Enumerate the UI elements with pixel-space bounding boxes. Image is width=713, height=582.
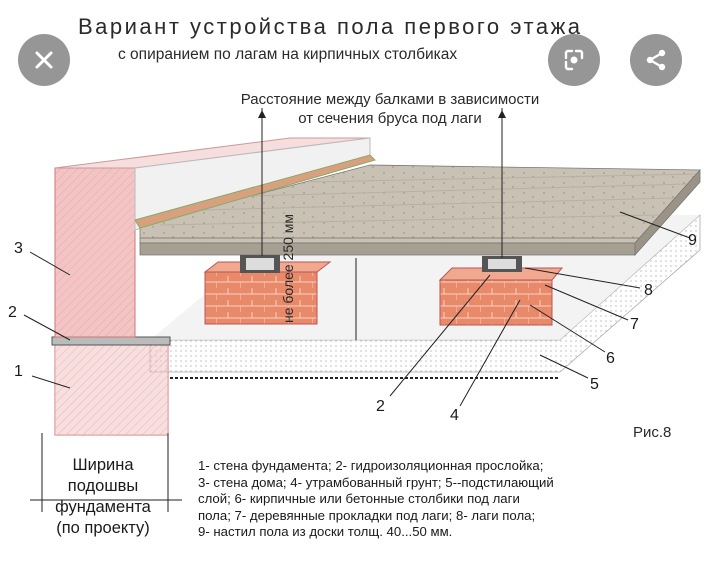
brick-pier-right xyxy=(439,279,553,326)
callout-2b: 2 xyxy=(376,398,385,415)
width-label-line: (по проекту) xyxy=(56,519,150,537)
share-icon xyxy=(646,49,666,71)
height-label: не более 250 мм xyxy=(280,213,296,323)
legend-line: 3- стена дома; 4- утрамбованный грунт; 5… xyxy=(198,474,554,490)
callout-4: 4 xyxy=(450,407,459,424)
share-button[interactable] xyxy=(630,34,682,86)
callout-1: 1 xyxy=(14,363,23,380)
visual-search-button[interactable] xyxy=(548,34,600,86)
callout-3: 3 xyxy=(14,240,23,257)
brick-pier-left xyxy=(204,271,318,325)
diagram-subtitle: с опиранием по лагам на кирпичных столби… xyxy=(118,46,458,63)
callout-7: 7 xyxy=(630,316,639,333)
callout-9: 9 xyxy=(688,232,697,249)
foundation-width-label: Ширина подошвы фундамента (по проекту) xyxy=(28,455,178,539)
width-label-line: Ширина xyxy=(72,456,134,474)
lens-icon xyxy=(564,49,584,71)
close-button[interactable] xyxy=(18,34,70,86)
legend-line: 1- стена фундамента; 2- гидроизоляционна… xyxy=(198,458,544,473)
legend-line: слой; 6- кирпичные или бетонные столбики… xyxy=(198,491,520,506)
legend-line: 9- настил пола из доски толщ. 40...50 мм… xyxy=(198,524,453,539)
note-line-1: Расстояние между балками в зависимости xyxy=(240,91,540,108)
width-label-line: фундамента xyxy=(55,498,151,516)
callout-8: 8 xyxy=(644,282,653,299)
note-line-2: от сечения бруса под лаги xyxy=(298,110,482,127)
joist-spacing-note: Расстояние между балками в зависимости о… xyxy=(160,90,620,128)
width-label-line: подошвы xyxy=(67,477,139,495)
legend-line: пола; 7- деревянные прокладки под лаги; … xyxy=(198,507,536,523)
callout-5: 5 xyxy=(590,376,599,393)
close-icon xyxy=(35,51,53,69)
diagram-title: Вариант устройства пола первого этажа xyxy=(78,14,583,39)
figure-label: Рис.8 xyxy=(633,424,672,441)
callout-6: 6 xyxy=(606,350,615,367)
waterproofing-layer xyxy=(51,336,171,346)
callout-2: 2 xyxy=(8,304,17,321)
legend: 1- стена фундамента; 2- гидроизоляционна… xyxy=(198,458,698,541)
